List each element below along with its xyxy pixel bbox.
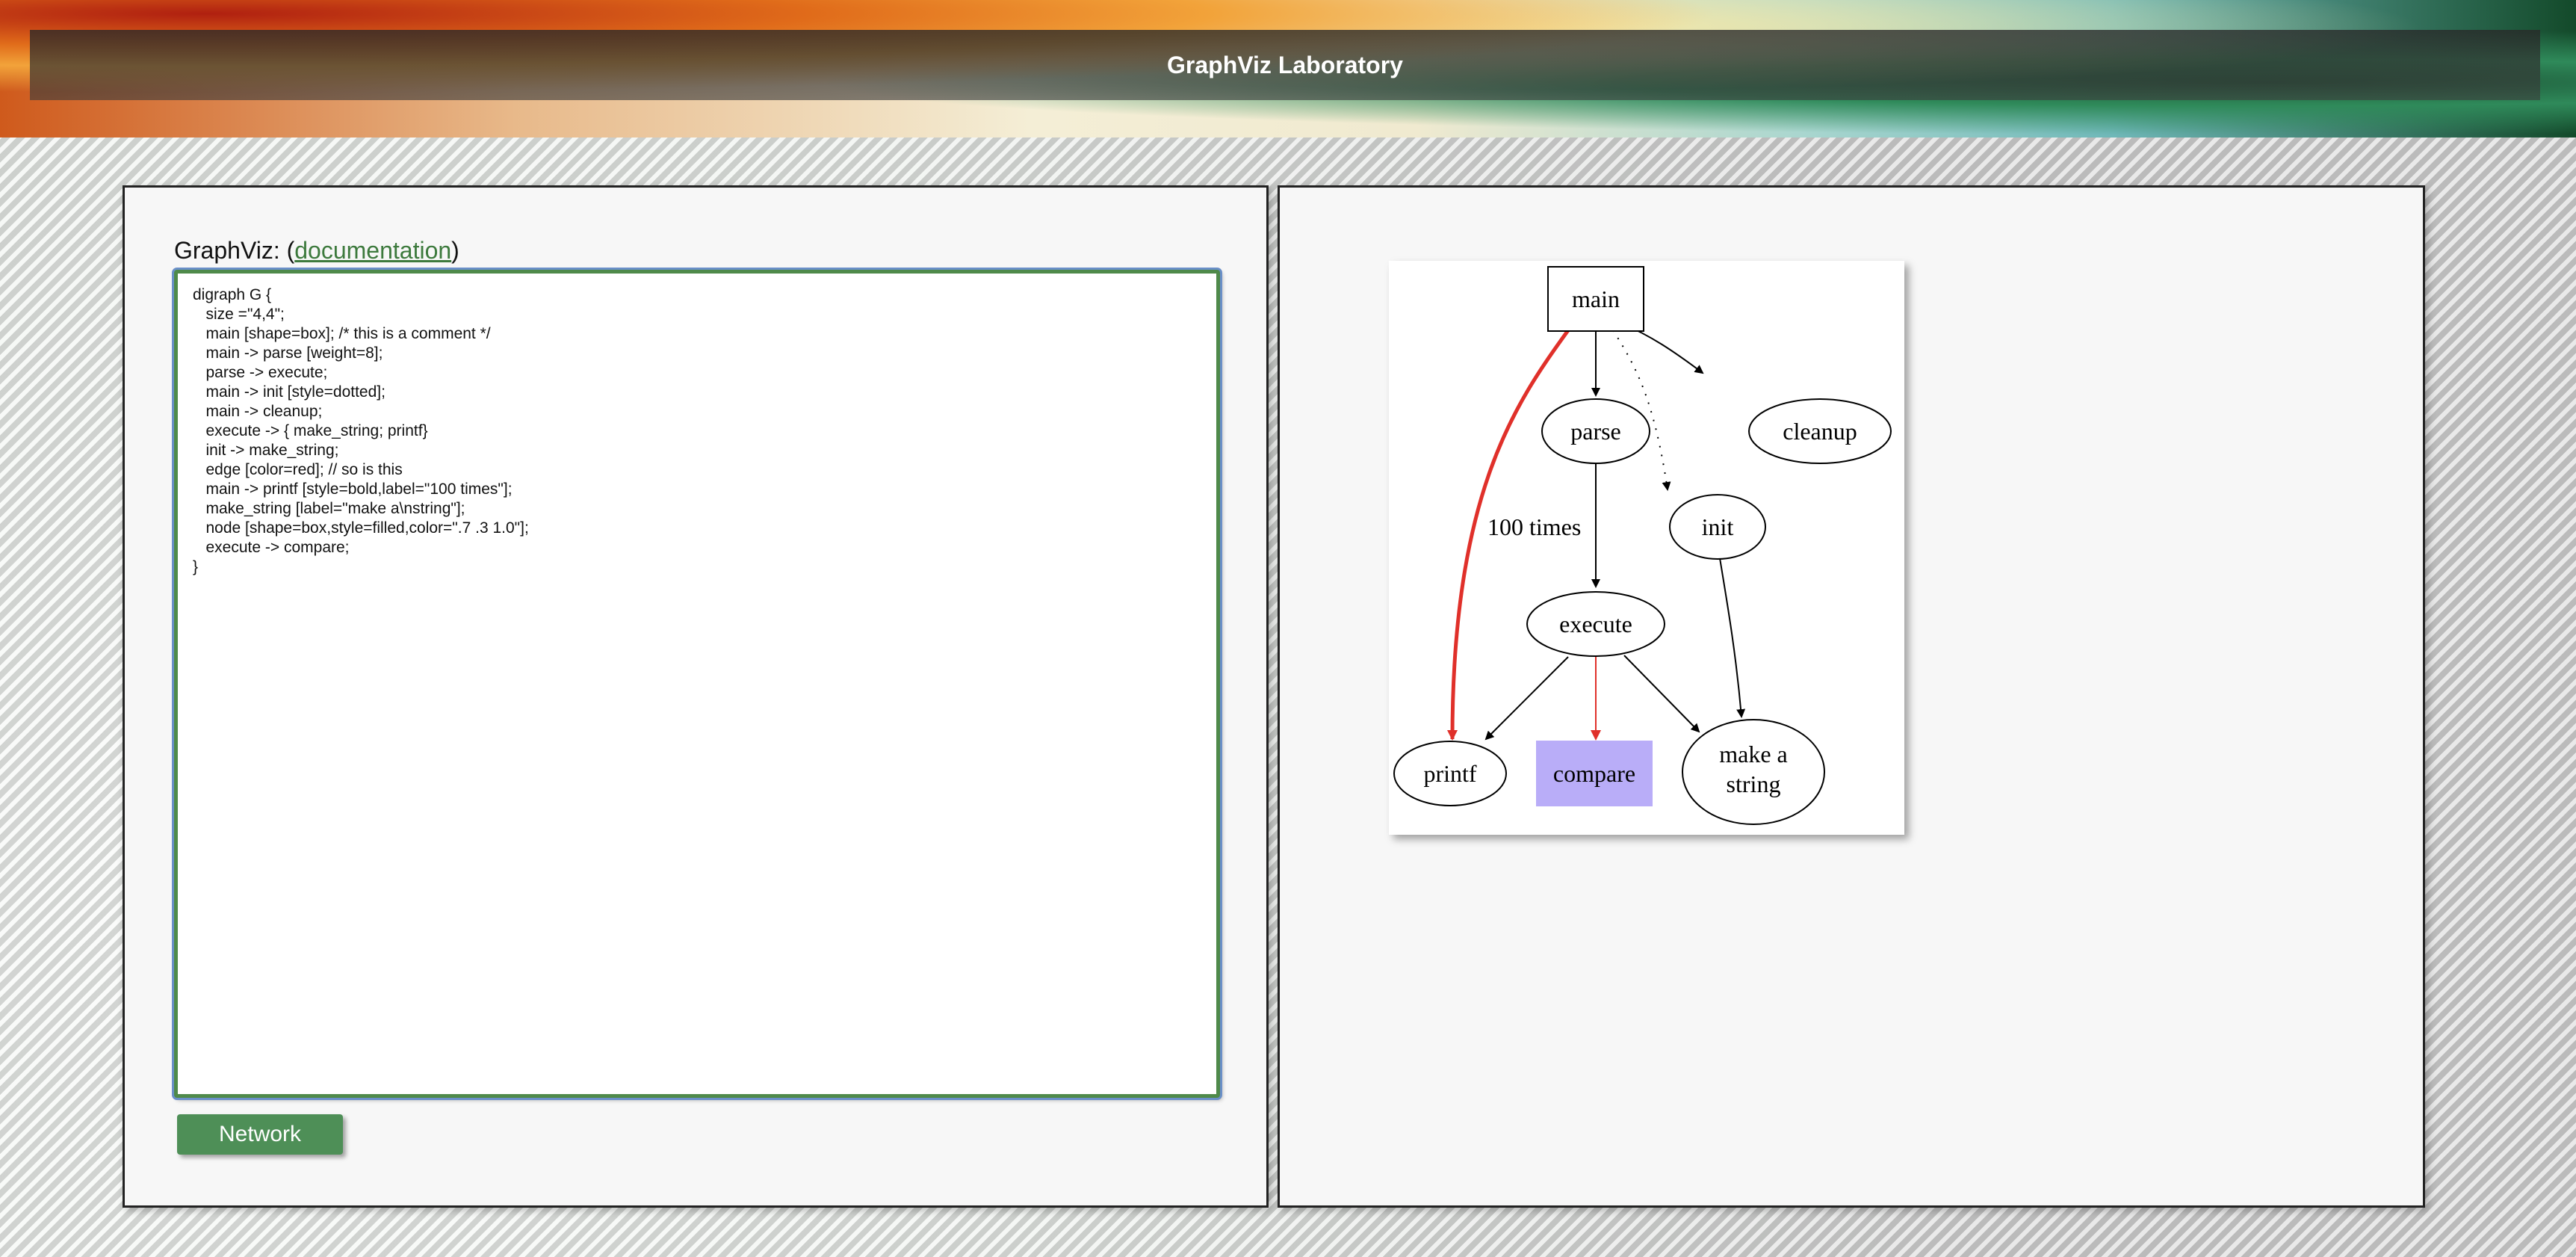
documentation-link[interactable]: documentation (294, 237, 452, 264)
node-compare-box (1536, 741, 1653, 806)
edge-init-make-string (1719, 558, 1746, 718)
page-title: GraphViz Laboratory (1167, 51, 1403, 78)
node-init-ellipse (1669, 494, 1766, 560)
node-make-string-label-line2: string (1727, 770, 1781, 797)
graph-output-panel: 100 times main parse cleanup init execut… (1278, 185, 2425, 1208)
edge-execute-make-string (1623, 655, 1700, 733)
editor-panel: GraphViz: (documentation) digraph G { si… (123, 185, 1269, 1208)
node-execute-label: execute (1559, 611, 1632, 637)
node-init-label: init (1702, 513, 1734, 540)
node-parse-label: parse (1570, 418, 1621, 445)
dot-code-editor[interactable]: digraph G { size ="4,4"; main [shape=box… (174, 270, 1220, 1098)
node-main-box (1547, 266, 1644, 332)
node-main-label: main (1572, 285, 1620, 312)
network-button[interactable]: Network (177, 1114, 343, 1155)
node-printf-label: printf (1423, 760, 1476, 787)
node-compare-label: compare (1553, 760, 1635, 787)
edge-label-100-times: 100 times (1487, 513, 1581, 540)
graph-svg: 100 times main parse cleanup init execut… (1393, 266, 1892, 825)
node-make-string-label-line1: make a (1719, 741, 1788, 768)
graphviz-label: GraphViz: (documentation) (174, 237, 459, 265)
node-printf-ellipse (1393, 741, 1507, 806)
dot-code-text[interactable]: digraph G { size ="4,4"; main [shape=box… (193, 286, 529, 575)
header-bar: GraphViz Laboratory (30, 30, 2540, 100)
node-make-string-ellipse (1682, 719, 1825, 825)
graph-image: 100 times main parse cleanup init execut… (1389, 261, 1904, 835)
node-parse-ellipse (1541, 398, 1650, 464)
edge-execute-printf (1484, 656, 1569, 741)
graphviz-label-suffix: ) (451, 237, 459, 264)
graphviz-label-prefix: GraphViz: ( (174, 237, 295, 264)
node-cleanup-ellipse (1748, 398, 1892, 464)
edge-main-printf (1447, 329, 1570, 741)
node-execute-ellipse (1526, 591, 1665, 657)
node-cleanup-label: cleanup (1783, 418, 1857, 445)
